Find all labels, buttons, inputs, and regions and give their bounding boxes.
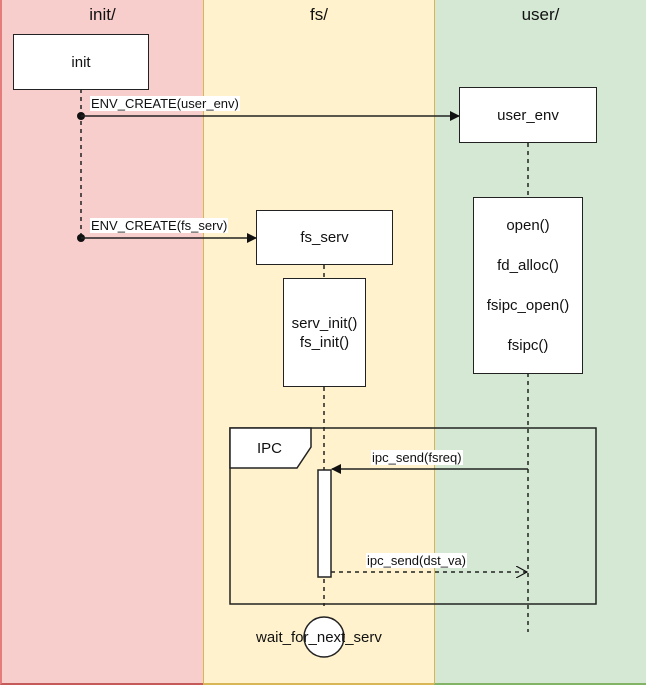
participant-user-env[interactable]: user_env: [459, 87, 597, 143]
message-label-ipc-send-dst-va: ipc_send(dst_va): [366, 553, 467, 568]
lane-title-user: user/: [521, 5, 560, 24]
activation-fs-serv-init[interactable]: serv_init() fs_init(): [283, 278, 366, 387]
call-serv-init: serv_init(): [291, 314, 358, 332]
participant-fs-serv-label: fs_serv: [300, 229, 349, 246]
activation-bar-fs-serv: [317, 469, 332, 578]
message-label-ipc-send-fsreq: ipc_send(fsreq): [371, 450, 463, 465]
terminal-circle: [303, 616, 345, 658]
message-label-env-create-fs-serv: ENV_CREATE(fs_serv): [90, 218, 229, 233]
call-fs-init: fs_init(): [299, 333, 350, 351]
lane-title-fs: fs/: [310, 5, 328, 24]
fragment-title-tab: [229, 427, 312, 469]
participant-fs-serv[interactable]: fs_serv: [256, 210, 393, 265]
call-fd-alloc: fd_alloc(): [497, 257, 559, 275]
lane-title-init: init/: [89, 5, 116, 24]
fragment-title: IPC: [257, 440, 283, 457]
terminal-label: wait_for_next_serv: [256, 629, 382, 646]
call-fsipc: fsipc(): [507, 336, 549, 354]
activation-user-env-calls[interactable]: open() fd_alloc() fsipc_open() fsipc(): [473, 197, 583, 374]
call-fsipc-open: fsipc_open(): [486, 296, 570, 314]
participant-init-label: init: [71, 53, 91, 71]
fragment-frame: [229, 427, 597, 605]
lane-init: init/: [0, 0, 203, 685]
call-open: open(): [506, 217, 550, 235]
participant-init[interactable]: init: [13, 34, 149, 90]
participant-user-env-label: user_env: [497, 106, 559, 124]
message-label-env-create-user-env: ENV_CREATE(user_env): [90, 96, 240, 111]
